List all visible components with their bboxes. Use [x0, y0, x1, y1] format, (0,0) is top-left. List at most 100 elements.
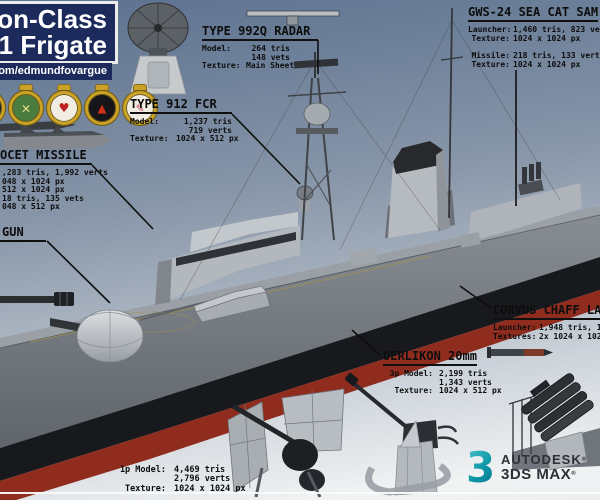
- spec-row: 18 tris, 135 vets: [2, 193, 84, 203]
- main-mast: [448, 7, 453, 219]
- crest-badge-4: ▲: [84, 84, 120, 125]
- leader-gun: [46, 240, 111, 304]
- leader-corvus: [459, 285, 492, 309]
- spec-value: 1024 x 512 px: [176, 134, 239, 144]
- callout-type-992q-radar: TYPE 992Q RADAR Model: 264 tris 148 vets…: [202, 24, 318, 71]
- title-block: zon-Class 21 Frigate: [0, 1, 118, 64]
- callout-oerlikon-20mm: OERLIKON 20mm 3p Model: 2,199 tris 1,343…: [383, 349, 502, 396]
- spec-label: Texture:: [471, 33, 510, 43]
- spec-label: Texture:: [394, 386, 433, 396]
- callout-corvus-chaff-launcher: CORVUS CHAFF LAUN Launcher: 1,948 tris, …: [493, 303, 600, 341]
- spec-rows: 3p Model: 2,199 tris 1,343 verts Texture…: [383, 369, 502, 396]
- spec-row: 048 x 512 px: [2, 202, 60, 212]
- crown-icon: [19, 84, 33, 91]
- chaff-tubes: [521, 373, 594, 442]
- superstructure: [50, 7, 582, 363]
- leader-lines: [46, 40, 517, 357]
- crest-partial-icon: [0, 91, 5, 125]
- callout-gun: GUN: [0, 225, 46, 242]
- spec-value: 2x 1024 x 1024 p: [539, 331, 600, 341]
- spec-value: 1,343 verts: [439, 377, 492, 387]
- spec-value: 1024 x 1024 px: [174, 483, 246, 494]
- spec-row: Texture: 1024 x 1024 px: [108, 483, 246, 494]
- artist-url: n.com/edmundfovargue: [0, 63, 112, 80]
- spec-label: Launcher:: [493, 323, 537, 332]
- spec-row: Missile: 218 tris, 133 verts: [468, 51, 600, 61]
- spec-row: 719 verts: [130, 125, 232, 136]
- spec-row: Launcher: 1,948 tris, 1,07: [493, 323, 600, 333]
- callout-title: GWS-24 SEA CAT SAM: [468, 5, 598, 22]
- spec-value: 148 vets: [251, 52, 290, 62]
- spec-row: Texture: 1024 x 512 px: [383, 386, 501, 396]
- bottom-frame-line: [0, 492, 600, 494]
- phoenix-icon: ▲: [85, 91, 119, 125]
- spec-rows: Model: 1,237 tris 719 verts Texture: 102…: [130, 117, 239, 144]
- leader-exocet: [91, 164, 154, 230]
- spec-row: Texture: 1024 x 512 px: [130, 134, 239, 144]
- spec-label: Texture:: [471, 59, 510, 69]
- callout-title: TYPE 912 FCR: [130, 97, 232, 114]
- spec-row: 1p Model: 4,469 tris: [108, 465, 246, 475]
- gun-barrel-render: [0, 292, 74, 306]
- spec-row: Texture: 1024 x 1024 px: [468, 33, 598, 44]
- crossed-swords-icon: ✕: [9, 91, 43, 125]
- crest-badge-3: ♥: [46, 84, 82, 125]
- spec-value: 719 verts: [188, 125, 232, 135]
- spec-value: 2,796 verts: [174, 474, 231, 485]
- exocet-missile-render: [0, 121, 112, 149]
- feather-icon: ✎: [123, 91, 157, 125]
- 3ds-max-logo-icon: 3: [466, 443, 496, 492]
- spec-label: Model:: [130, 117, 159, 126]
- spec-value: Main Sheet: [246, 61, 295, 71]
- spec-row: Texture: 1024 x 1024 px: [468, 59, 598, 70]
- radar-992-antenna-render: [246, 10, 340, 26]
- spec-label: Model:: [202, 44, 231, 53]
- spec-row: 2,796 verts: [108, 474, 246, 485]
- spec-value: 1024 x 1024 px: [513, 33, 581, 43]
- spec-label: Texture:: [125, 483, 166, 494]
- exocet-on-deck: [193, 285, 271, 323]
- spec-value: 4,469 tris: [174, 465, 226, 475]
- gun-turret-dome: [50, 309, 144, 363]
- title-line-1: zon-Class: [0, 4, 107, 34]
- spec-label: 1p Model:: [119, 465, 166, 475]
- spec-value: 1,460 tris, 823 verts: [513, 25, 600, 34]
- spec-value: 264 tris: [251, 44, 290, 53]
- oerlikon-single-render: [345, 372, 459, 496]
- rigging: [179, 19, 561, 301]
- callout-oerlikon-1p-stats: 1p Model: 4,469 tris 2,796 verts Texture…: [108, 465, 246, 494]
- spec-label: Textures:: [493, 331, 537, 341]
- spec-row: ,283 tris, 1,992 verts: [2, 168, 108, 177]
- spec-value: 1,948 tris, 1,07: [539, 323, 600, 332]
- spec-row: 148 vets: [202, 52, 318, 63]
- leader-oerlikon: [351, 329, 382, 357]
- crest-badge-5: ✎: [122, 84, 158, 125]
- funnel: [388, 141, 450, 238]
- spec-label: Texture:: [202, 61, 241, 71]
- leader-912: [231, 113, 301, 185]
- winged-heart-icon: ♥: [47, 91, 81, 125]
- spec-rows: Launcher: 1,460 tris, 823 verts Texture:…: [468, 25, 600, 70]
- crown-icon: [57, 84, 71, 91]
- autodesk-wordmark: AUTODESK®: [501, 453, 587, 467]
- crest-badge-1: [0, 84, 6, 125]
- spec-label: Texture:: [130, 134, 169, 144]
- spec-rows: Model: 264 tris 148 vets Texture: Main S…: [202, 44, 318, 71]
- oerlikon-twin-render: [224, 388, 345, 498]
- spec-rows: ,283 tris, 1,992 verts 048 x 1024 px 512…: [2, 168, 122, 212]
- spec-label: 3p Model:: [389, 369, 433, 378]
- spec-row: 048 x 1024 px: [2, 176, 65, 186]
- callout-title: TYPE 992Q RADAR: [202, 24, 318, 41]
- callout-title: GUN: [0, 225, 46, 242]
- spec-value: 218 tris, 133 verts: [513, 51, 600, 61]
- spec-row: Model: 1,237 tris: [130, 117, 232, 127]
- registered-mark: ®: [581, 457, 588, 463]
- product-wordmark: 3DS MAX®: [501, 467, 587, 482]
- spec-value: 1,237 tris: [183, 117, 232, 126]
- crest-badges-row: ✕ ♥ ▲ ✎: [0, 84, 158, 125]
- spec-row: Model: 264 tris: [202, 44, 318, 54]
- crown-icon: [133, 84, 147, 91]
- spec-rows: Launcher: 1,948 tris, 1,07 Textures: 2x …: [493, 323, 600, 341]
